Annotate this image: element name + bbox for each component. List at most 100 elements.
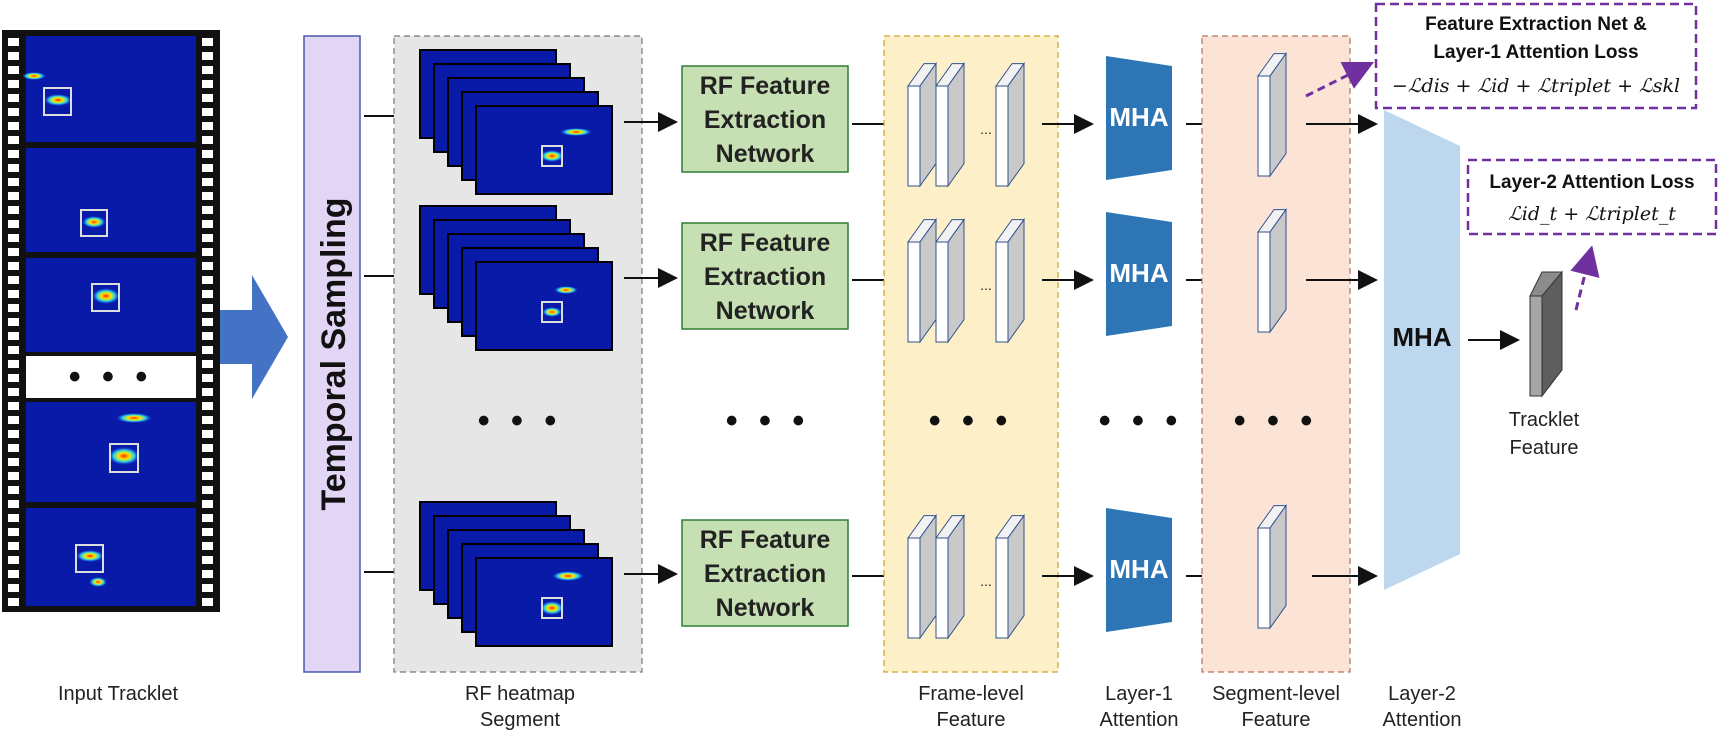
film-sprocket-hole xyxy=(8,192,19,200)
segment-feature-label-1: Segment-level xyxy=(1212,683,1340,705)
film-sprocket-hole xyxy=(202,472,213,480)
film-sprocket-hole xyxy=(8,66,19,74)
film-sprocket-hole xyxy=(202,276,213,284)
film-sprocket-hole xyxy=(8,458,19,466)
film-sprocket-hole xyxy=(202,136,213,144)
film-sprocket-hole xyxy=(202,318,213,326)
layer2-label-2: Attention xyxy=(1383,709,1462,731)
input-tracklet-label: Input Tracklet xyxy=(58,683,179,705)
film-sprocket-hole xyxy=(202,388,213,396)
frame-feature-panel: ... ... ... • • • Frame-level Feature xyxy=(883,35,1059,731)
film-sprocket-hole xyxy=(202,598,213,606)
film-sprocket-hole xyxy=(8,542,19,550)
film-sprocket-hole xyxy=(8,528,19,536)
film-sprocket-hole xyxy=(202,290,213,298)
film-sprocket-hole xyxy=(8,486,19,494)
feature-net-3-line3: Network xyxy=(716,594,815,622)
layer1-mha-3: MHA xyxy=(1106,508,1172,632)
film-sprocket-hole xyxy=(202,542,213,550)
film-sprocket-hole xyxy=(202,122,213,130)
feature-slab-front xyxy=(935,241,949,343)
film-sprocket-hole xyxy=(202,346,213,354)
heatmap-blob xyxy=(542,307,562,317)
frame-feature-label-1: Frame-level xyxy=(918,683,1024,705)
film-sprocket-hole xyxy=(202,52,213,60)
film-sprocket-hole xyxy=(202,248,213,256)
feature-slab-side xyxy=(947,62,965,188)
feature-slab-side xyxy=(1269,504,1287,630)
feature-slab-side xyxy=(919,218,937,344)
rf-heatmap-segment-panel: • • • RF heatmap Segment xyxy=(393,35,643,731)
film-sprocket-hole xyxy=(202,94,213,102)
film-sprocket-hole xyxy=(202,500,213,508)
film-sprocket-hole xyxy=(8,164,19,172)
big-forward-arrow xyxy=(220,275,288,399)
feature-slab-side xyxy=(919,62,937,188)
tracklet-gap: • • • xyxy=(26,356,196,398)
feature-slab-front xyxy=(907,241,921,343)
film-sprocket-hole xyxy=(8,136,19,144)
feature-slab-front xyxy=(1257,231,1271,333)
feature-slab-front xyxy=(907,537,921,639)
heatmap-blob xyxy=(560,128,592,136)
film-sprocket-hole xyxy=(8,444,19,452)
feature-slab-side xyxy=(1269,52,1287,178)
segment-feature-3 xyxy=(1257,504,1287,630)
layer1-mha-1: MHA xyxy=(1106,56,1172,180)
heatmap-segment-label-1: RF heatmap xyxy=(465,683,575,705)
tracklet-frame-2 xyxy=(26,148,196,252)
layer1-mha-3-label: MHA xyxy=(1109,554,1168,584)
feature-net-2: RF Feature Extraction Network xyxy=(681,222,849,330)
film-sprocket-hole xyxy=(8,262,19,270)
tracklet-frame-3 xyxy=(26,258,196,352)
film-sprocket-hole xyxy=(202,402,213,410)
film-sprocket-hole xyxy=(202,584,213,592)
feature-slab-front xyxy=(907,85,921,187)
film-sprocket-hole xyxy=(202,570,213,578)
film-sprocket-hole xyxy=(8,556,19,564)
tracklet-frame-4 xyxy=(26,402,196,502)
film-sprocket-hole xyxy=(8,94,19,102)
frame-feature-inner-dots: ... xyxy=(980,277,992,293)
film-sprocket-hole xyxy=(8,206,19,214)
film-sprocket-hole xyxy=(8,388,19,396)
film-sprocket-hole xyxy=(8,598,19,606)
film-sprocket-hole xyxy=(8,276,19,284)
segment-feature-1 xyxy=(1257,52,1287,178)
film-sprocket-hole xyxy=(8,150,19,158)
film-sprocket-hole xyxy=(202,192,213,200)
feature-slab-front xyxy=(1257,527,1271,629)
layer1-mha-2-label: MHA xyxy=(1109,258,1168,288)
heatmap-target-box xyxy=(541,145,563,167)
film-sprocket-hole xyxy=(202,38,213,46)
feature-net-2-line1: RF Feature xyxy=(700,229,831,257)
feature-slab-side xyxy=(947,218,965,344)
loss-box-layer2: Layer-2 Attention Loss ℒid_t + ℒtriplet_… xyxy=(1466,158,1718,236)
layer2-label-1: Layer-2 xyxy=(1388,683,1456,705)
film-sprocket-hole xyxy=(202,416,213,424)
film-sprocket-hole xyxy=(202,262,213,270)
loss-box-layer1: Feature Extraction Net & Layer-1 Attenti… xyxy=(1374,2,1698,110)
heatmap-blob xyxy=(552,571,584,581)
feature-net-1-line3: Network xyxy=(716,140,815,168)
film-sprocket-hole xyxy=(8,318,19,326)
heatmap-segment-label-2: Segment xyxy=(480,709,560,731)
film-sprocket-hole xyxy=(8,500,19,508)
film-sprockets-right xyxy=(202,38,213,606)
tracklet-feature-block xyxy=(1529,270,1563,398)
film-sprocket-hole xyxy=(8,80,19,88)
film-sprockets-left xyxy=(8,38,19,606)
heatmap-target-box xyxy=(541,301,563,323)
film-sprocket-hole xyxy=(202,304,213,312)
film-sprocket-hole xyxy=(8,122,19,130)
heatmap-frame xyxy=(475,261,613,351)
segment-feature-panel: • • • Segment-level Feature xyxy=(1201,35,1351,731)
frame-feature-label-2: Feature xyxy=(937,709,1006,731)
feature-net-3: RF Feature Extraction Network xyxy=(681,519,849,627)
tracklet-feature-label-1: Tracklet xyxy=(1509,409,1580,431)
layer1-label-2: Attention xyxy=(1100,709,1179,731)
film-sprocket-hole xyxy=(8,290,19,298)
frame-feature-ellipsis: • • • xyxy=(929,402,1014,440)
heatmap-target-box xyxy=(541,597,563,619)
film-sprocket-hole xyxy=(8,570,19,578)
